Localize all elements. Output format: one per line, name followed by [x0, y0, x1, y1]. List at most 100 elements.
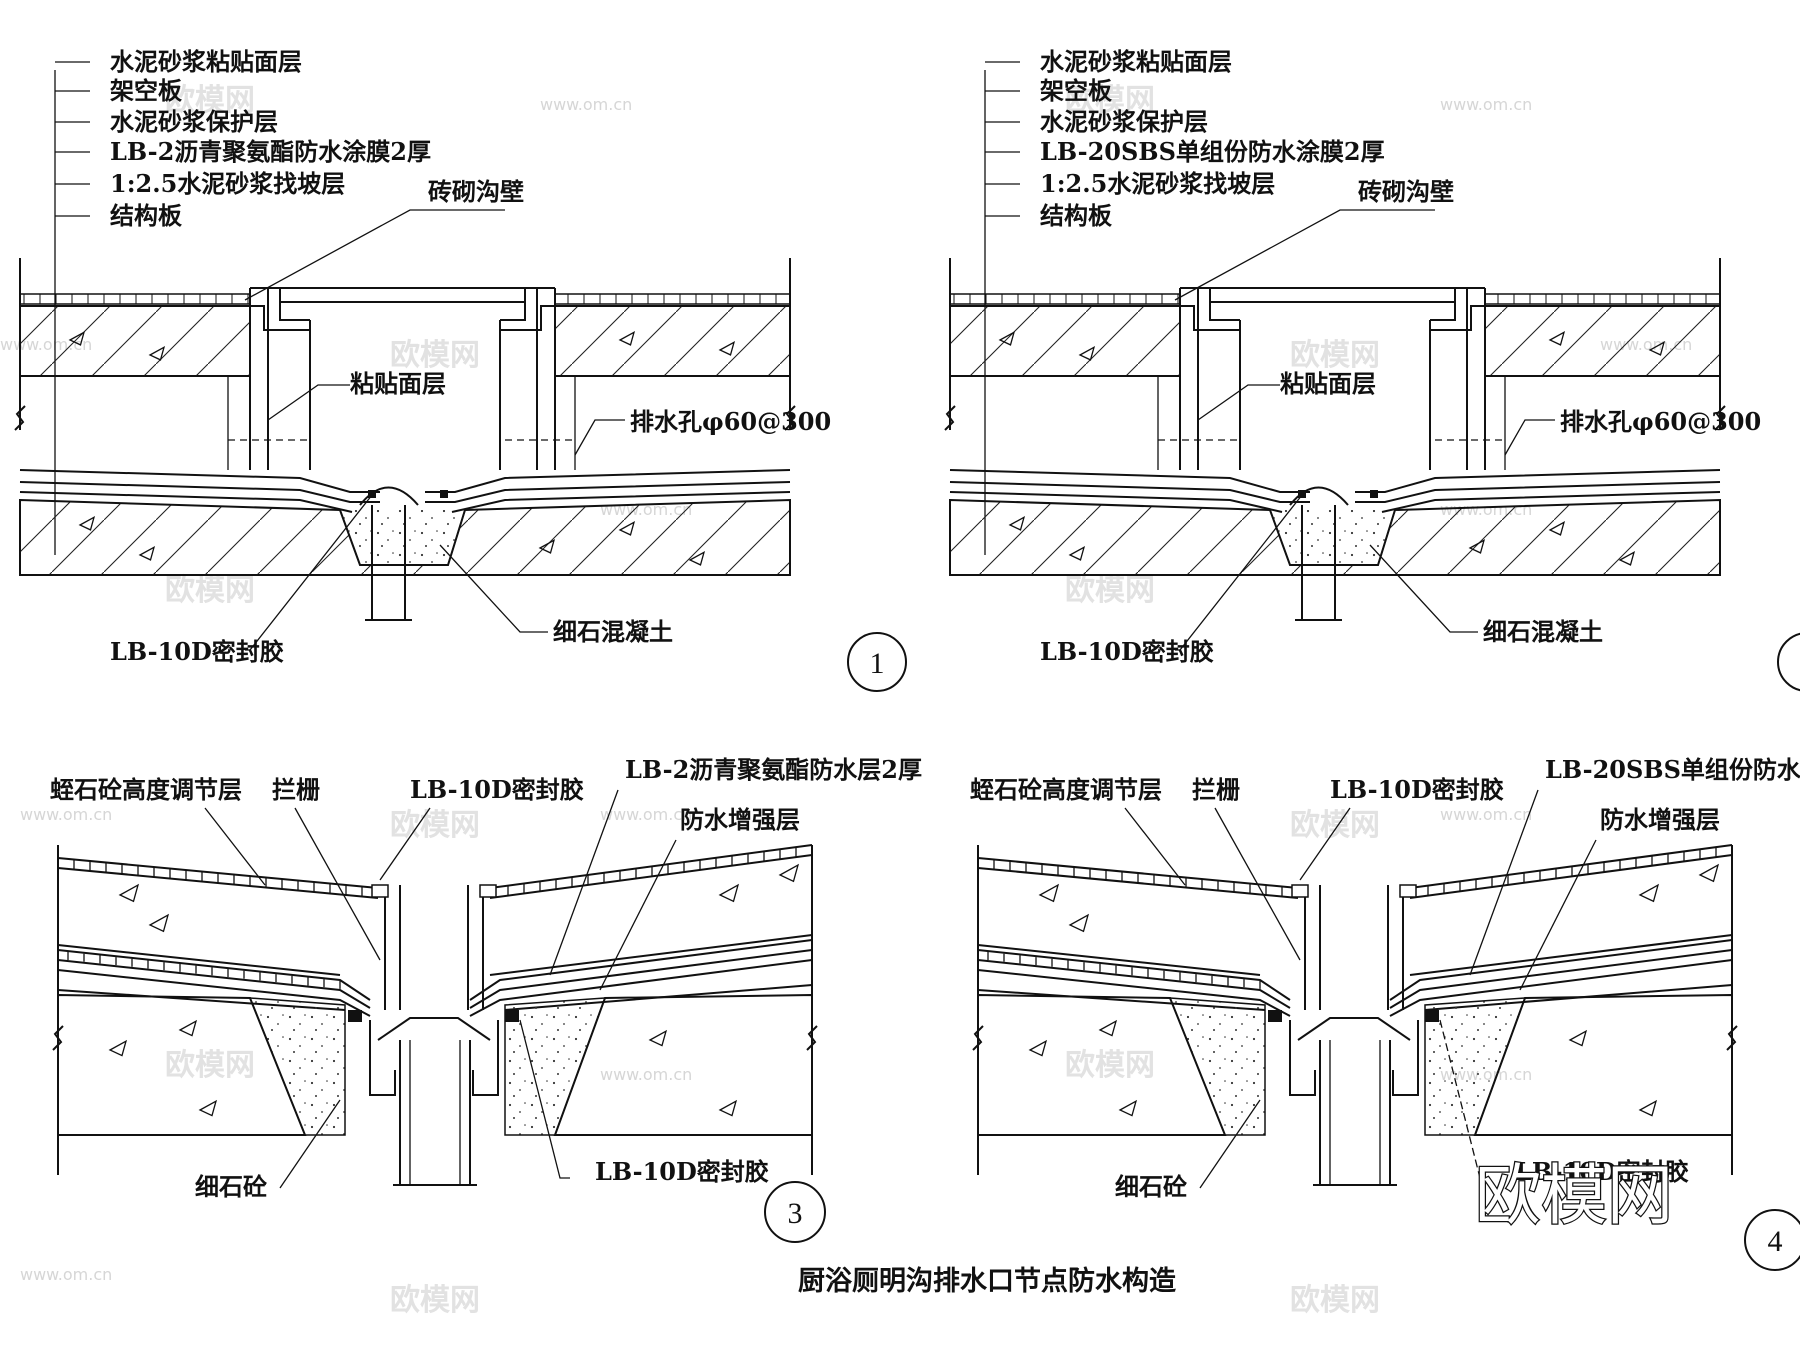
label-fine-concrete: 细石混凝土	[553, 617, 673, 646]
trench-wall-right	[500, 288, 555, 470]
drain-pipe-inner	[410, 1040, 460, 1185]
sealant-mark-right	[1370, 490, 1378, 498]
leader-wall	[245, 210, 505, 300]
label-reinforce: 防水增强层	[680, 805, 800, 834]
url-watermark: www.om.cn	[20, 1265, 112, 1284]
brand-watermark: 欧模网	[1065, 573, 1155, 608]
label-adjust-layer: 蛭石砼高度调节层	[50, 775, 242, 804]
label-sealant-bottom: LB-10D密封胶	[595, 1157, 769, 1186]
aggregate-mark	[1700, 865, 1718, 881]
raised-slab-left	[20, 306, 250, 376]
drawing-title: 厨浴厕明沟排水口节点防水构造	[798, 1266, 1176, 1297]
layer-label-layer6: 结构板	[110, 201, 183, 230]
trench-wall-right	[1430, 288, 1485, 470]
detail-drawings: 水泥砂浆粘贴面层架空板水泥砂浆保护层LB-2沥青聚氨酯防水涂膜2厚1:2.5水泥…	[15, 47, 1800, 1270]
layer-label-layer6: 结构板	[1040, 201, 1113, 230]
url-watermark: www.om.cn	[540, 95, 632, 114]
label-fine-concrete: 细石砼	[195, 1172, 267, 1201]
grate-cover	[280, 288, 525, 302]
layer-label-layer5: 1:2.5水泥砂浆找坡层	[1040, 169, 1275, 198]
leader-reinforce	[1520, 840, 1596, 990]
label-grate: 拦栅	[1192, 775, 1240, 804]
layer-label-layer1: 水泥砂浆粘贴面层	[1040, 47, 1232, 76]
url-watermark: www.om.cn	[600, 1065, 692, 1084]
aggregate-mark	[1570, 1031, 1586, 1045]
brand-watermark: 欧模网	[390, 1283, 480, 1318]
label-sealant: LB-10D密封胶	[1040, 637, 1214, 666]
drain-pipe	[393, 1040, 477, 1185]
layer-label-layer2: 架空板	[1040, 76, 1113, 105]
sealant-block-left	[348, 1010, 362, 1022]
membrane-right	[1390, 940, 1732, 1000]
leader-hole	[1505, 420, 1555, 455]
detail-4: 蛭石砼高度调节层拦栅LB-10D密封胶LB-20SBS单组份防水涂料2厚防水增强…	[970, 755, 1800, 1270]
brand-watermark: 欧模网	[1290, 808, 1380, 843]
label-drain-hole: 排水孔φ60@300	[1560, 407, 1761, 436]
brand-watermark-large: 欧模网	[1475, 1157, 1673, 1234]
raised-slab-left	[950, 306, 1180, 376]
label-finish-layer: 粘贴面层	[350, 369, 446, 398]
label-sealant-top: LB-10D密封胶	[1330, 775, 1504, 804]
label-brick-wall: 砖砌沟壁	[1358, 177, 1454, 206]
leader-grate	[295, 808, 380, 960]
grate-cap-left	[1292, 885, 1308, 897]
fine-concrete-right	[505, 998, 605, 1135]
sealant-mark-left	[1298, 490, 1306, 498]
leader-reinforce	[600, 840, 676, 990]
aggregate-mark	[120, 885, 138, 901]
label-grate: 拦栅	[272, 775, 320, 804]
grate-frame-left	[250, 288, 310, 330]
label-fine-concrete: 细石砼	[1115, 1172, 1187, 1201]
detail-number: 1	[870, 647, 885, 680]
tile-finish-left	[950, 294, 1180, 304]
sealant-block-right	[505, 1010, 519, 1022]
aggregate-mark	[150, 915, 168, 931]
sealant-mark-right	[440, 490, 448, 498]
url-watermark: www.om.cn	[1440, 805, 1532, 824]
sealant-mark-left	[368, 490, 376, 498]
grate-cap-left	[372, 885, 388, 897]
tile-finish-right	[555, 294, 790, 304]
aggregate-mark	[110, 1041, 126, 1055]
detail-number: 4	[1768, 1225, 1783, 1258]
label-sealant: LB-10D密封胶	[110, 637, 284, 666]
aggregate-mark	[1040, 885, 1058, 901]
url-watermark: www.om.cn	[20, 805, 112, 824]
aggregate-mark	[180, 1021, 196, 1035]
label-reinforce: 防水增强层	[1600, 805, 1720, 834]
grate-cap-right	[480, 885, 496, 897]
aggregate-mark	[650, 1031, 666, 1045]
drain-body-walls	[1305, 885, 1403, 1010]
aggregate-mark	[720, 1101, 736, 1115]
drain-bell	[1298, 1018, 1410, 1040]
brand-watermark: 欧模网	[1065, 1048, 1155, 1083]
brand-watermark: 欧模网	[165, 573, 255, 608]
fine-concrete	[340, 510, 465, 565]
layer-label-layer2: 架空板	[110, 76, 183, 105]
label-membrane: LB-2沥青聚氨酯防水层2厚	[625, 755, 922, 784]
leader-grate	[1215, 808, 1300, 960]
drain-pipe-inner	[1330, 1040, 1380, 1185]
layer-label-layer1: 水泥砂浆粘贴面层	[110, 47, 302, 76]
label-adjust-layer: 蛭石砼高度调节层	[970, 775, 1162, 804]
layer-label-layer4: LB-20SBS单组份防水涂膜2厚	[1040, 137, 1385, 166]
tile-finish-left	[20, 294, 250, 304]
aggregate-mark	[200, 1101, 216, 1115]
grate-cover	[1210, 288, 1455, 302]
label-sealant-top: LB-10D密封胶	[410, 775, 584, 804]
brand-watermark: 欧模网	[1290, 1283, 1380, 1318]
detail-3: 蛭石砼高度调节层 拦栅 LB-10D密封胶 LB-2沥青聚氨酯防水层2厚防水增强层细石…	[50, 755, 922, 1242]
drain-body-walls	[385, 885, 483, 1010]
raised-slab-right	[555, 306, 790, 376]
aggregate-mark	[1030, 1041, 1046, 1055]
url-watermark: www.om.cn	[1440, 95, 1532, 114]
fine-concrete	[1270, 510, 1395, 565]
leader-hole	[575, 420, 625, 455]
aggregate-mark	[1640, 885, 1658, 901]
drain-bell	[378, 1018, 490, 1040]
aggregate-mark	[1070, 915, 1088, 931]
grate-frame-left	[1180, 288, 1240, 330]
aggregate-mark	[780, 865, 798, 881]
